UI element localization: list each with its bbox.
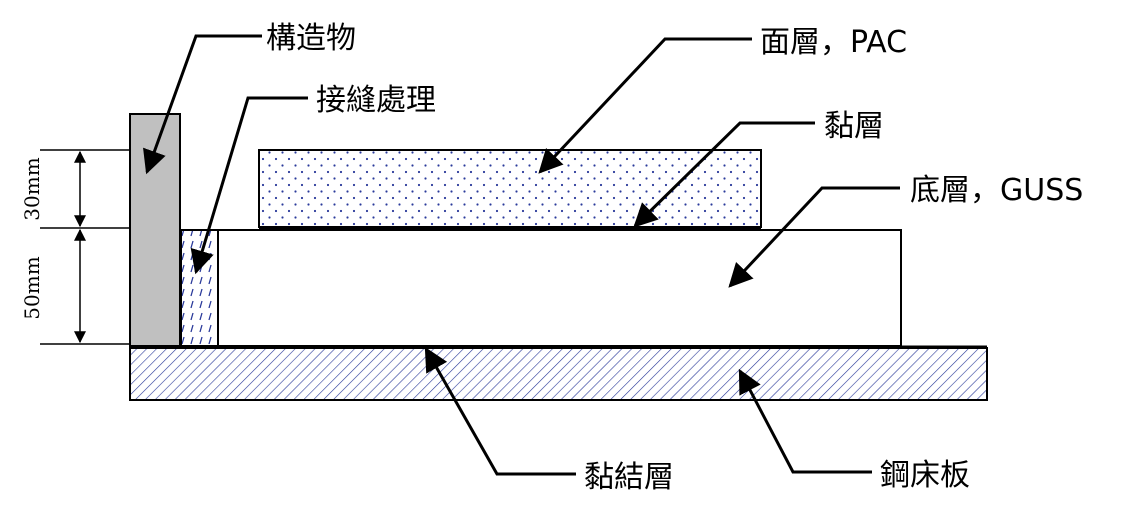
dimension-label-lower: 50mm	[20, 256, 44, 319]
label-surface-layer: 面層，PAC	[760, 25, 907, 60]
steel-deck-plate	[129, 347, 988, 401]
leader-structure	[143, 34, 262, 175]
dimension-markers: 30mm 50mm	[20, 149, 130, 345]
leader-tack-coat	[633, 121, 815, 228]
leader-joint-treatment	[190, 96, 308, 275]
label-tack-coat: 黏層	[824, 109, 884, 144]
joint-treatment-block	[180, 229, 219, 347]
base-layer-guss	[217, 229, 902, 347]
label-steel-deck: 鋼床板	[880, 458, 970, 493]
leader-base-layer	[728, 186, 900, 288]
label-structure: 構造物	[266, 21, 356, 56]
leader-surface-layer	[538, 37, 752, 174]
label-base-layer: 底層，GUSS	[910, 173, 1083, 208]
leader-bonding-layer	[424, 346, 576, 476]
leader-steel-deck	[738, 368, 872, 474]
label-joint-treatment: 接縫處理	[316, 83, 436, 118]
surface-layer-pac	[258, 149, 762, 228]
dimension-label-upper: 30mm	[20, 157, 44, 220]
label-bonding-layer: 黏結層	[584, 460, 674, 495]
